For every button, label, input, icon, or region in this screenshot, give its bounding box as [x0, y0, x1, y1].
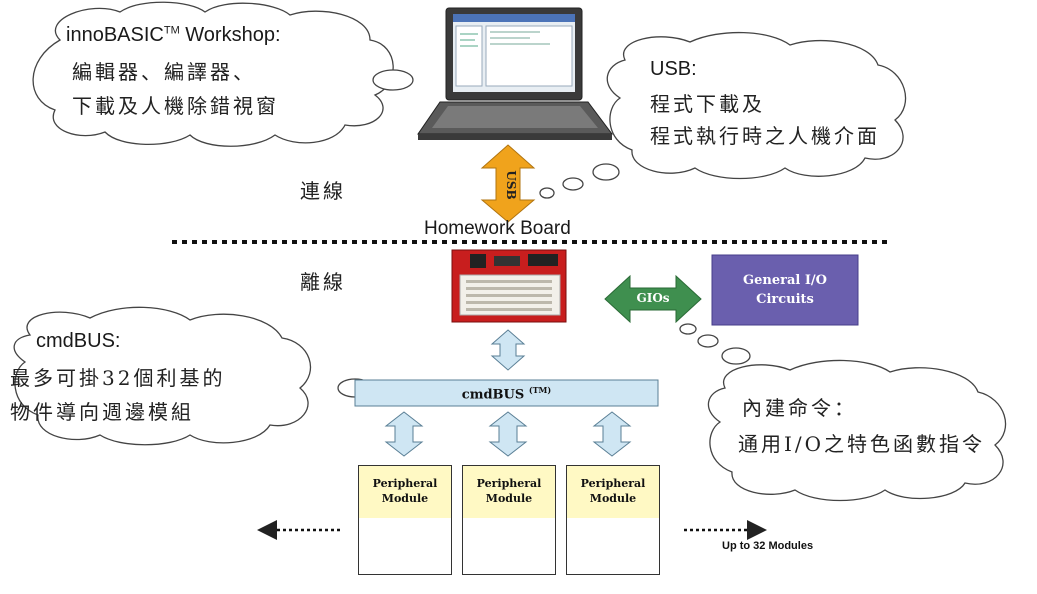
workshop-line-2: 下載及人機除錯視窗	[72, 94, 279, 118]
cmdbus-cloud-title: cmdBUS:	[36, 330, 121, 352]
cloud-tail-bubble	[679, 323, 697, 335]
laptop-icon	[417, 7, 613, 140]
cloud-tail-bubble	[592, 163, 620, 181]
cloud-tail-bubble	[372, 69, 414, 91]
cloud-workshop	[32, 1, 414, 147]
bus-module-arrows	[384, 411, 632, 457]
peripheral-module-2: Peripheral Module	[462, 465, 556, 575]
gio-arrow-label: GIOs	[636, 291, 670, 305]
peripheral-module-header: Peripheral Module	[359, 466, 451, 518]
cmdbus-cloud-line-1: 最多可掛32個利基的	[10, 366, 226, 390]
homework-board-photo	[451, 249, 567, 323]
cmdbus-cloud-line-2: 物件導向週邊模組	[10, 400, 194, 424]
general-io-box	[711, 254, 859, 326]
general-io-line-1: General I/O	[743, 273, 827, 288]
bus-module-arrow	[384, 411, 424, 457]
cloud-builtin	[679, 323, 1007, 502]
workshop-title: innoBASICTM Workshop:	[66, 24, 281, 47]
usb-arrow	[480, 144, 536, 223]
cmdbus-bar	[354, 379, 659, 407]
label-online: 連線	[300, 179, 346, 203]
module-label-line-1: Peripheral	[372, 477, 438, 490]
workshop-title-suffix: Workshop:	[179, 24, 281, 46]
module-label-line-2: Module	[485, 492, 533, 505]
bus-module-arrow	[488, 411, 528, 457]
usb-cloud-line-1: 程式下載及	[650, 92, 765, 116]
cloud-usb	[539, 31, 907, 199]
cmdbus-bar-label: cmdBUS (TM)	[355, 385, 658, 402]
cloud-tail-bubble	[562, 177, 584, 191]
workshop-title-prefix: innoBASIC	[66, 24, 164, 46]
gio-arrow	[604, 274, 702, 324]
board-bus-arrow	[490, 329, 526, 371]
module-label-line-1: Peripheral	[580, 477, 646, 490]
workshop-title-sup: TM	[163, 24, 180, 37]
cloud-tail-bubble	[539, 187, 555, 199]
general-io-text: General I/O Circuits	[712, 271, 858, 309]
module-label-line-2: Module	[589, 492, 637, 505]
module-label-line-2: Module	[381, 492, 429, 505]
usb-cloud-line-2: 程式執行時之人機介面	[650, 124, 880, 148]
cmdbus-bar-label-sup: (TM)	[528, 385, 552, 395]
peripheral-module-header: Peripheral Module	[463, 466, 555, 518]
peripheral-module-header: Peripheral Module	[567, 466, 659, 518]
builtin-cloud-line-1: 內建命令：	[742, 396, 857, 420]
peripheral-module-1: Peripheral Module	[358, 465, 452, 575]
builtin-cloud-line-2: 通用I/O之特色函數指令	[738, 432, 986, 456]
general-io-line-2: Circuits	[756, 292, 814, 307]
usb-arrow-label: USB	[504, 170, 518, 200]
usb-cloud-title: USB:	[650, 58, 697, 80]
label-offline: 離線	[300, 270, 346, 294]
workshop-line-1: 編輯器、編譯器、	[72, 60, 256, 84]
cloud-tail-bubble	[697, 334, 719, 348]
cloud-tail-bubble	[721, 347, 751, 365]
up-to-modules-label: Up to 32 Modules	[722, 540, 814, 552]
bus-module-arrow	[592, 411, 632, 457]
board-title: Homework Board	[424, 218, 571, 239]
module-label-line-1: Peripheral	[476, 477, 542, 490]
peripheral-module-3: Peripheral Module	[566, 465, 660, 575]
cmdbus-bar-label-text: cmdBUS	[461, 387, 525, 403]
